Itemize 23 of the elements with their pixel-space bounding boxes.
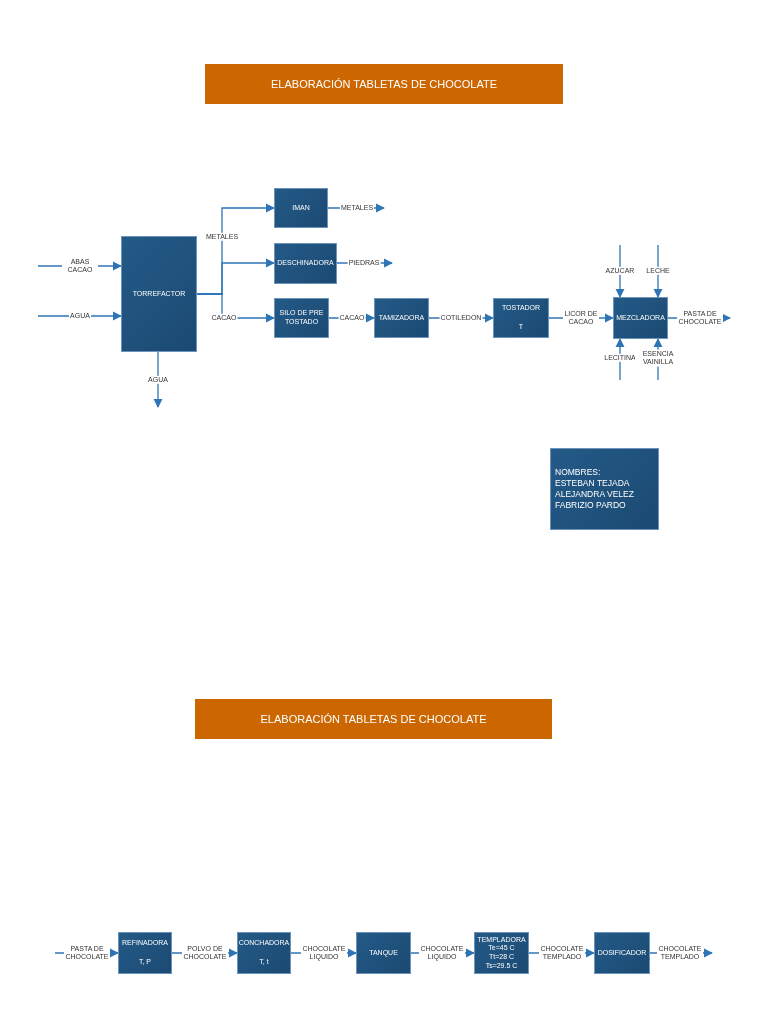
process-box (274, 188, 328, 228)
process-box (613, 297, 668, 339)
arrow (615, 244, 625, 298)
arrow (153, 351, 163, 408)
name-text: ALEJANDRA VELEZ (555, 489, 634, 501)
process-box (118, 932, 172, 974)
name-text: NOMBRES: (555, 466, 601, 478)
title-text: ELABORACIÓN TABLETAS DE CHOCOLATE (260, 713, 487, 725)
process-box (274, 298, 329, 338)
title-text: ELABORACIÓN TABLETAS DE CHOCOLATE (271, 78, 497, 90)
name-text: ESTEBAN TEJADA (555, 477, 630, 489)
names-box (550, 448, 659, 530)
process-box (237, 932, 291, 974)
process-box (121, 236, 197, 352)
process-box (594, 932, 650, 974)
process-box (274, 243, 337, 284)
title-banner (205, 64, 563, 104)
process-box (356, 932, 411, 974)
process-box (493, 298, 549, 338)
process-box (474, 932, 529, 974)
process-box (374, 298, 429, 338)
name-text: FABRIZIO PARDO (555, 500, 626, 512)
title-banner (195, 699, 552, 739)
